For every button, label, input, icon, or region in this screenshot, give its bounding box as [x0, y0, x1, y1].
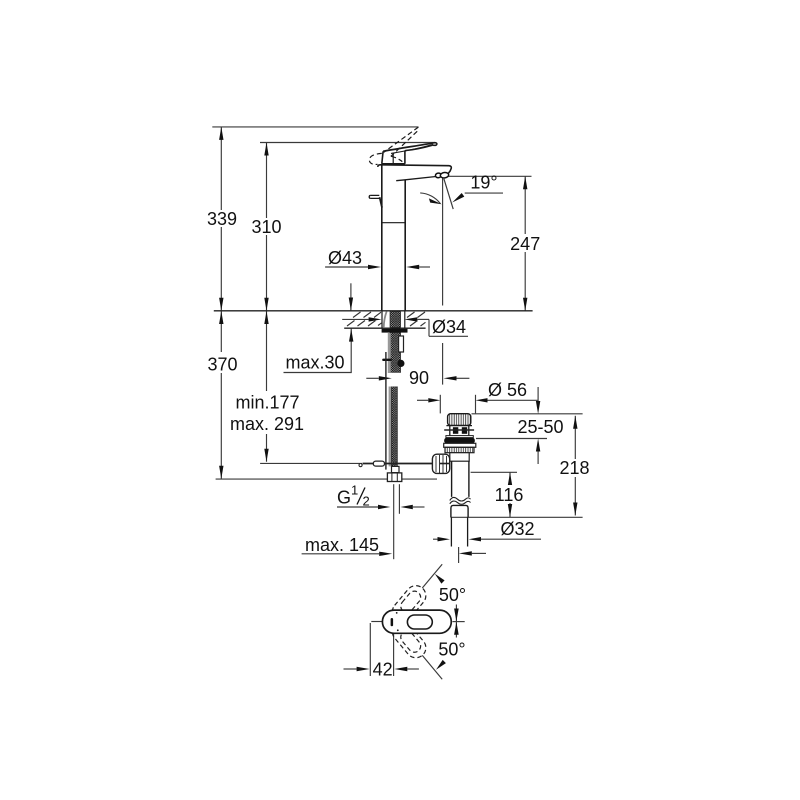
svg-text:min.177: min.177: [235, 393, 299, 413]
svg-text:max.30: max.30: [285, 353, 344, 373]
svg-text:max. 145: max. 145: [305, 535, 379, 555]
svg-text:Ø 56: Ø 56: [488, 380, 527, 400]
svg-text:max. 291: max. 291: [230, 414, 304, 434]
svg-text:90: 90: [409, 368, 429, 388]
svg-text:2: 2: [363, 494, 370, 509]
svg-text:370: 370: [207, 355, 237, 375]
svg-text:50°: 50°: [439, 585, 466, 605]
svg-text:Ø32: Ø32: [500, 519, 534, 539]
svg-text:247: 247: [510, 234, 540, 254]
svg-text:50°: 50°: [438, 640, 465, 660]
svg-text:19°: 19°: [470, 173, 497, 193]
svg-text:Ø43: Ø43: [328, 248, 362, 268]
svg-text:1: 1: [351, 483, 358, 498]
svg-text:Ø34: Ø34: [432, 317, 466, 337]
svg-text:116: 116: [495, 485, 524, 505]
svg-text:25-50: 25-50: [517, 417, 563, 437]
svg-text:G: G: [337, 488, 351, 508]
svg-text:339: 339: [207, 209, 237, 229]
svg-text:42: 42: [373, 660, 393, 680]
svg-text:310: 310: [251, 217, 281, 237]
svg-text:218: 218: [559, 458, 589, 478]
